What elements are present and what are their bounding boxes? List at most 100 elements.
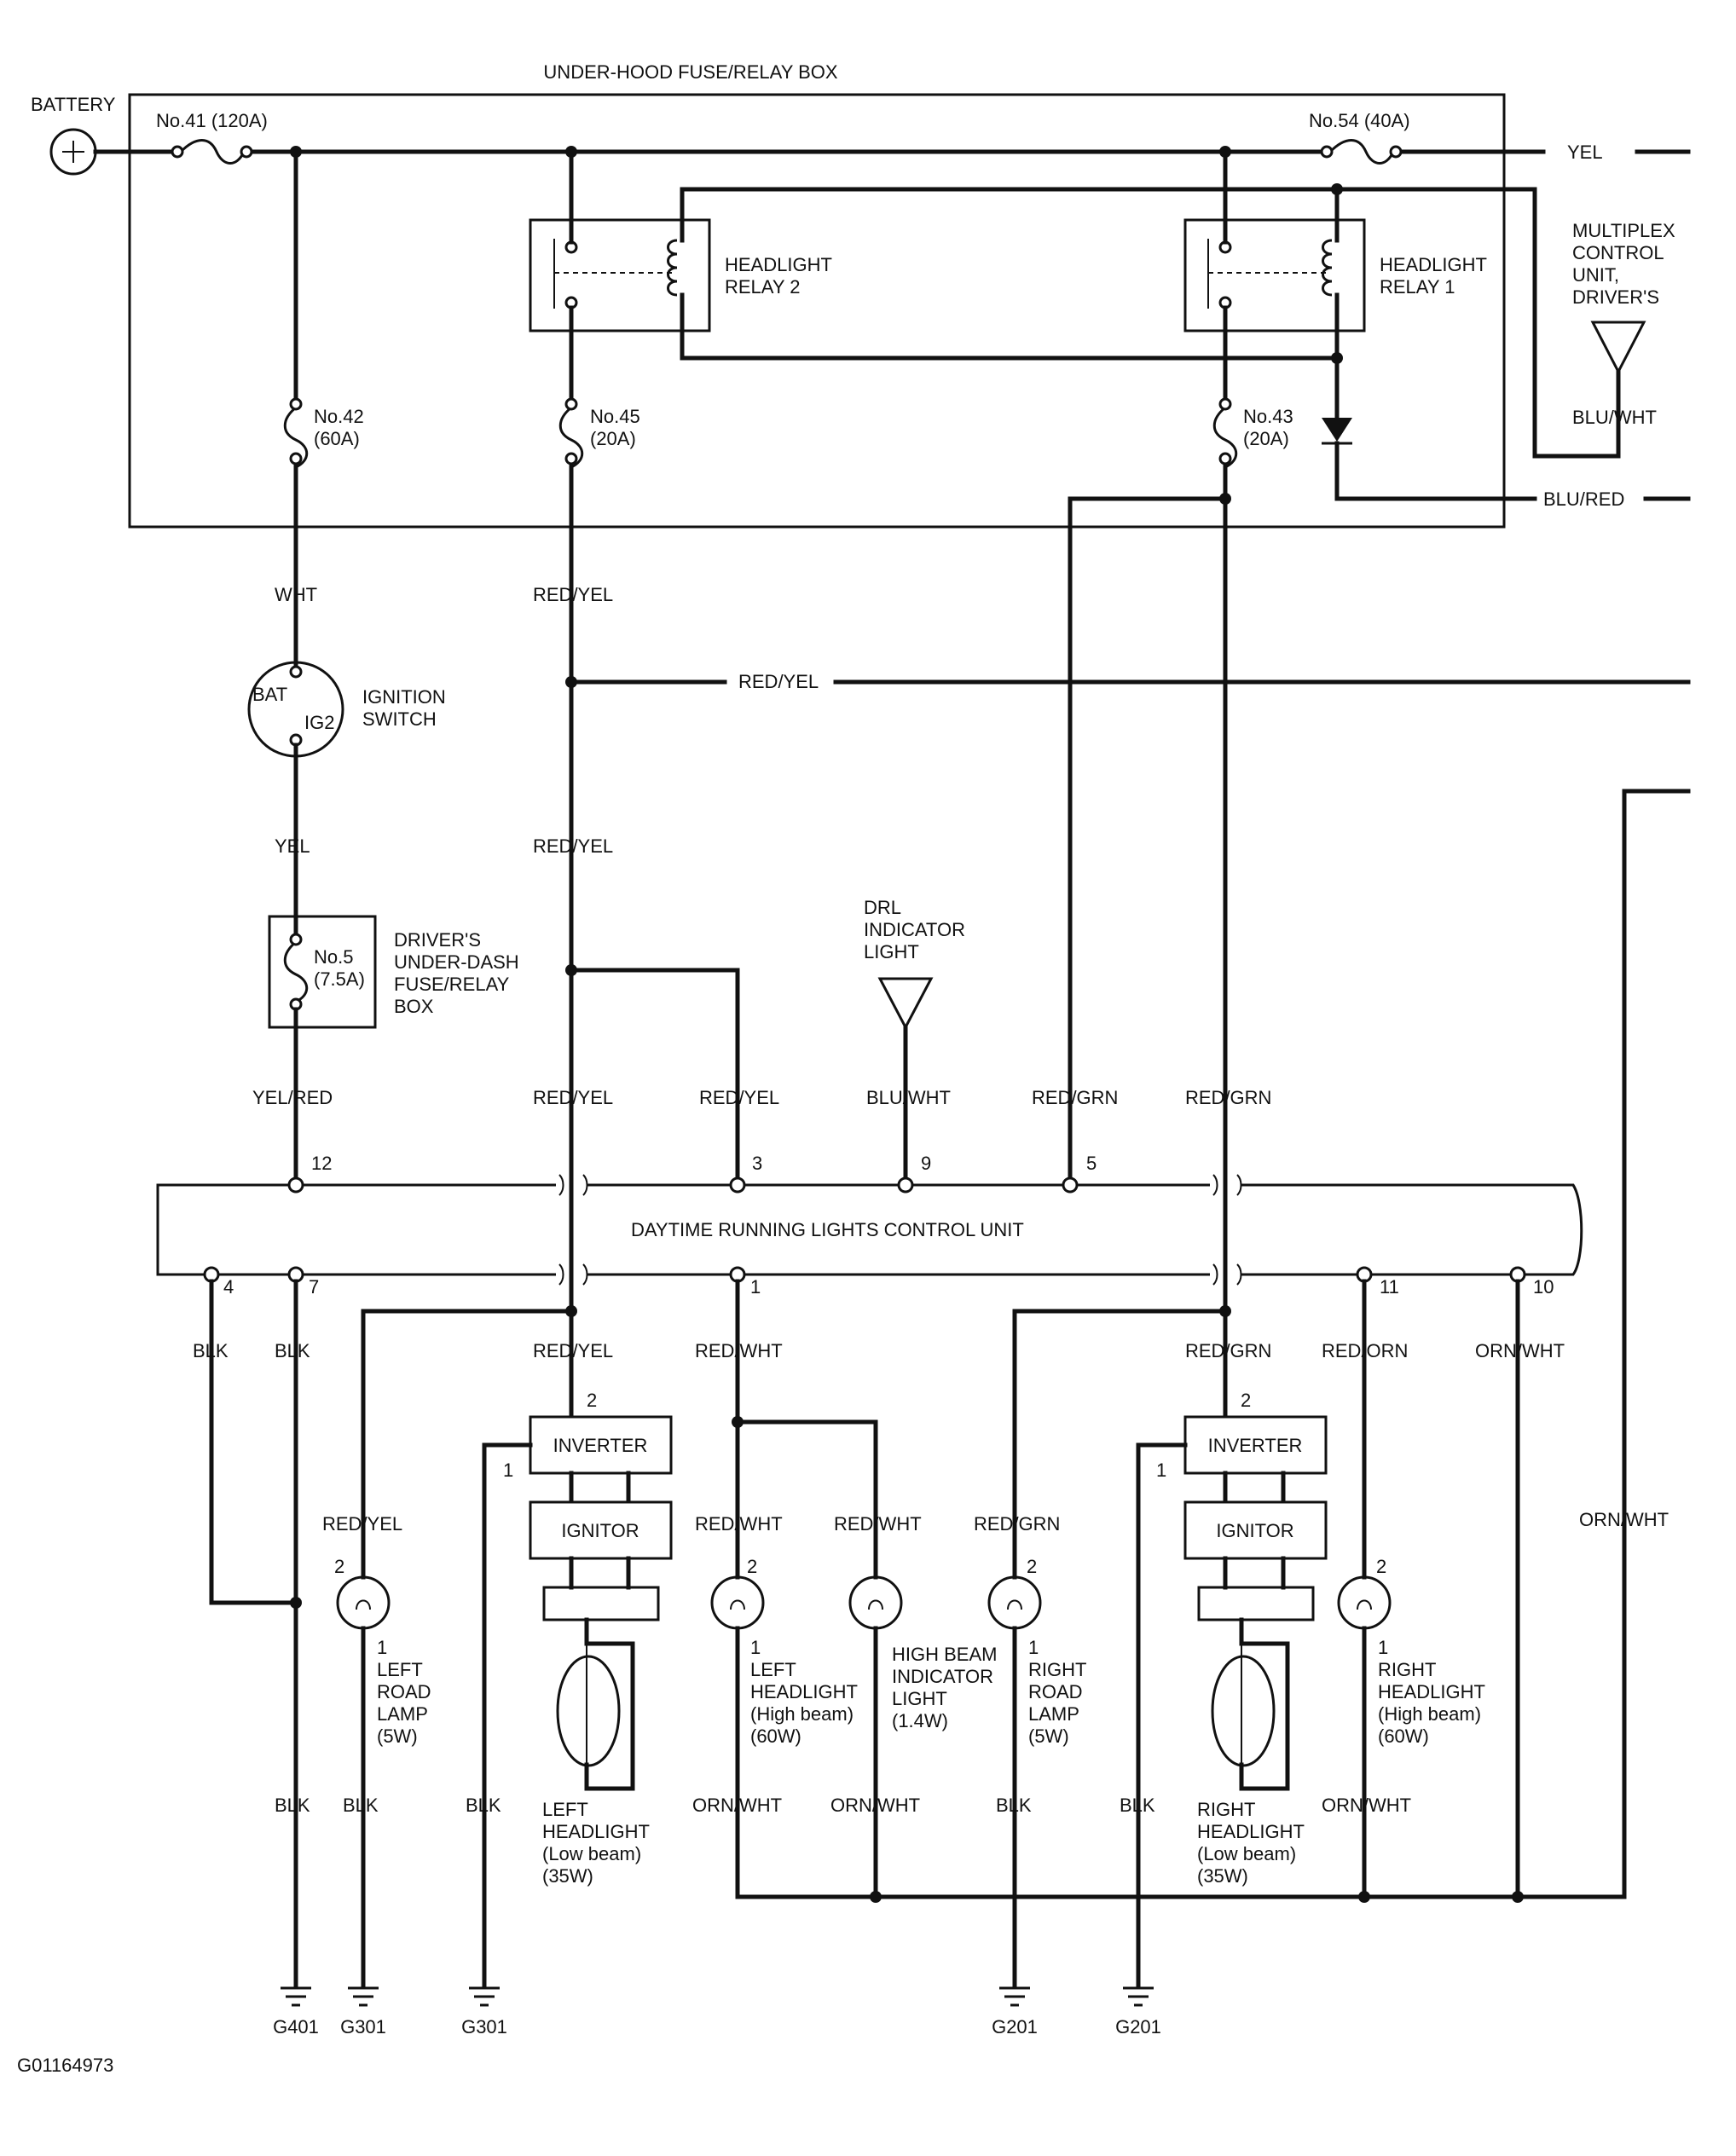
relay-2-label-a: HEADLIGHT [725,254,832,275]
left-high-label-d: (60W) [750,1725,801,1747]
pin-7: 7 [309,1276,319,1298]
ign-switch-label-a: IGNITION [362,686,446,708]
fuse-43-label-b: (20A) [1243,428,1289,449]
left-low-beam-socket [542,1586,660,1621]
drl-control-unit [156,1183,1583,1276]
ign-switch-label-b: SWITCH [362,708,437,730]
right-road-lamp-label-b: ROAD [1028,1681,1083,1702]
ground-label-g401: G401 [273,2016,319,2038]
ground-label-g201-b: G201 [1115,2016,1161,2038]
right-ignitor [1183,1500,1328,1560]
right-road-lamp-label-d: (5W) [1028,1725,1069,1747]
multiplex-label-c: UNIT, [1572,264,1619,286]
right-high-label-c: (High beam) [1378,1703,1481,1725]
pin-1: 1 [750,1276,761,1298]
wht-wire-label: WHT [275,584,317,605]
fuse-5-icon [283,940,309,1003]
left-inverter-pin2: 2 [587,1390,597,1411]
right-low-label-a: RIGHT [1197,1799,1255,1820]
red-grn-wire-label-1: RED/GRN [1032,1087,1118,1108]
hb-indicator-label-b: INDICATOR [892,1666,993,1687]
dash-box-label-c: FUSE/RELAY [394,974,510,995]
red-yel-wire-label-1: RED/YEL [533,584,613,605]
relay-1-label-a: HEADLIGHT [1380,254,1487,275]
left-road-lamp-label-a: LEFT [377,1659,423,1680]
control-unit-name: DAYTIME RUNNING LIGHTS CONTROL UNIT [631,1219,1024,1240]
yel-red-wire-label: YEL/RED [252,1087,333,1108]
pin-3: 3 [752,1153,762,1174]
ign-bat-label: BAT [252,684,287,705]
fuse-5-label-b: (7.5A) [314,968,365,990]
left-high-beam-bulb-icon [710,1575,765,1630]
left-ignitor [529,1500,673,1560]
blk-wire-label-road-left: BLK [343,1795,379,1816]
right-low-label-d: (35W) [1197,1865,1248,1887]
right-road-lamp-bulb-icon [987,1575,1042,1630]
left-road-lamp-pin2: 2 [334,1556,344,1577]
right-high-label-a: RIGHT [1378,1659,1436,1680]
left-road-lamp-bulb-icon [336,1575,391,1630]
blk-wire-label-low-left: BLK [466,1795,501,1816]
right-low-beam-bulb-icon [1211,1655,1276,1767]
ground-label-g301-a: G301 [340,2016,386,2038]
fuse-41-label: No.41 (120A) [156,110,268,131]
fuse-45-label-a: No.45 [590,406,640,427]
headlight-relay-1 [1183,218,1366,332]
fuse-54-icon [1328,139,1395,165]
left-low-label-d: (35W) [542,1865,593,1887]
ground-g201-b-icon [1123,1971,1154,2007]
multiplex-control-unit-icon [1590,321,1646,375]
left-low-label-b: HEADLIGHT [542,1821,650,1842]
red-yel-wire-label-low-left: RED/YEL [533,1340,613,1361]
under-hood-fuse-box-outline [128,93,1506,529]
headlight-relay-2 [529,218,711,332]
fuse-42-icon [283,406,309,469]
pin-11: 11 [1380,1276,1399,1298]
orn-wht-wire-label-high-right: ORN/WHT [1322,1795,1411,1816]
drl-label-b: INDICATOR [864,919,965,940]
drl-label-c: LIGHT [864,941,919,962]
pin-4: 4 [223,1276,234,1298]
red-wht-wire-label-indicator: RED/WHT [834,1513,922,1535]
pin-9: 9 [921,1153,931,1174]
blu-wht-wire-label: BLU/WHT [866,1087,951,1108]
right-low-label-b: HEADLIGHT [1197,1821,1305,1842]
relay-1-label-b: RELAY 1 [1380,276,1455,298]
blk-wire-label-pin4: BLK [193,1340,229,1361]
fuse-43-label-a: No.43 [1243,406,1293,427]
under-dash-fuse-box [268,915,377,1029]
right-road-lamp-pin1: 1 [1028,1637,1039,1658]
relay-1-coil-icon [1322,239,1333,297]
left-high-pin1: 1 [750,1637,761,1658]
blk-wire-label-low-right: BLK [1120,1795,1155,1816]
multiplex-label-a: MULTIPLEX [1572,220,1675,241]
yel-wire-label-ign: YEL [275,835,310,857]
left-road-lamp-label-c: LAMP [377,1703,428,1725]
left-ignitor-label: IGNITOR [561,1520,639,1541]
red-yel-wire-label-3: RED/YEL [533,1087,613,1108]
right-inverter-label: INVERTER [1208,1435,1303,1456]
ground-g301-a-icon [348,1971,379,2007]
orn-wht-wire-label-right: ORN/WHT [1579,1509,1669,1530]
relay-2-coil-icon [667,239,678,297]
red-yel-wire-label-2: RED/YEL [533,835,613,857]
hb-indicator-label-c: LIGHT [892,1688,947,1709]
orn-wht-wire-label-high-left: ORN/WHT [692,1795,782,1816]
right-high-pin1: 1 [1378,1637,1388,1658]
blk-wire-label-g401: BLK [275,1795,310,1816]
fuse-45-icon [558,406,584,469]
blk-wire-label-pin7: BLK [275,1340,310,1361]
left-road-lamp-label-d: (5W) [377,1725,418,1747]
yel-wire-label-top: YEL [1567,142,1603,163]
diode-icon [1322,418,1352,442]
ground-g201-a-icon [999,1971,1030,2007]
relay-2-label-b: RELAY 2 [725,276,800,298]
ground-g301-b-icon [469,1971,500,2007]
fuse-42-label-b: (60A) [314,428,360,449]
left-road-lamp-label-b: ROAD [377,1681,431,1702]
pin-5: 5 [1086,1153,1097,1174]
right-low-label-c: (Low beam) [1197,1843,1296,1864]
pin-10: 10 [1533,1276,1554,1298]
